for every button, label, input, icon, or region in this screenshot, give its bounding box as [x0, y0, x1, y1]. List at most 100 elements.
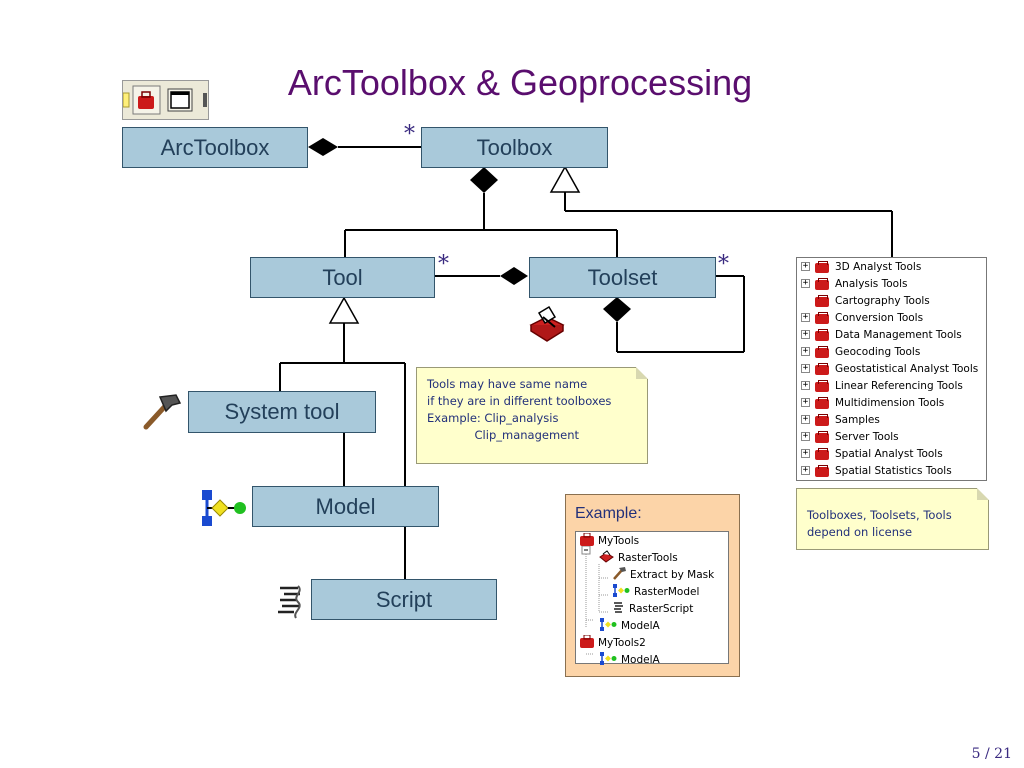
toolbox-list-item[interactable]: + Linear Referencing Tools	[801, 377, 963, 394]
example-header: Example:	[575, 505, 642, 522]
hammer-icon	[612, 566, 626, 583]
example-tree-item[interactable]: MyTools2	[580, 634, 646, 651]
toolbox-list-label: Geocoding Tools	[835, 345, 921, 358]
script-class-box: Script	[311, 579, 497, 620]
composition-diamond-arctoolbox	[308, 138, 338, 156]
toolbox-list-label: 3D Analyst Tools	[835, 260, 922, 273]
composition-diamond-toolbox	[470, 167, 498, 193]
hammer-icon	[143, 394, 182, 430]
toolbox-class-box: Toolbox	[421, 127, 608, 168]
expand-icon[interactable]: +	[801, 414, 810, 424]
tool-class-box: Tool	[250, 257, 435, 298]
composition-diamond-toolset-tool	[500, 267, 528, 285]
note-line: Example: Clip_analysis	[427, 411, 559, 425]
toolbox-list-label: Linear Referencing Tools	[835, 379, 963, 392]
expand-icon[interactable]: +	[801, 261, 810, 271]
model-class-box: Model	[252, 486, 439, 527]
toolbox-icon	[815, 396, 829, 409]
expand-icon[interactable]: +	[801, 346, 810, 356]
expand-icon[interactable]: +	[801, 431, 810, 441]
toolbox-icon	[815, 294, 829, 307]
toolbox-icon	[815, 260, 829, 273]
toolbox-list-item[interactable]: + Geocoding Tools	[801, 343, 920, 360]
example-tree-label: RasterScript	[629, 602, 694, 615]
system-tool-class-box: System tool	[188, 391, 376, 433]
expand-icon[interactable]: +	[801, 329, 810, 339]
toolbox-list-item[interactable]: + Data Management Tools	[801, 326, 962, 343]
example-tree-item[interactable]: RasterTools	[599, 549, 678, 566]
toolbox-list-item[interactable]: + Samples	[801, 411, 880, 428]
example-tree-label: RasterTools	[618, 551, 678, 564]
script-icon	[612, 601, 625, 617]
toolbox-icon	[815, 379, 829, 392]
note-line: depend on license	[807, 525, 913, 539]
toolbox-list-item[interactable]: +Server Tools	[801, 428, 899, 445]
note-same-names: Tools may have same name if they are in …	[416, 367, 648, 464]
multiplicity-tool: *	[438, 252, 449, 277]
expand-icon[interactable]: +	[801, 397, 810, 407]
toolbox-list-item[interactable]: + Conversion Tools	[801, 309, 923, 326]
toolbox-list-item[interactable]: +Analysis Tools	[801, 275, 907, 292]
toolbox-list-label: Samples	[835, 413, 880, 426]
generalization-triangle-tool	[328, 296, 360, 324]
arctoolbox-class-box: ArcToolbox	[122, 127, 308, 168]
example-tree-item[interactable]: ModelA	[599, 651, 660, 668]
note-license: Toolboxes, Toolsets, Tools depend on lic…	[796, 488, 989, 550]
toolbox-list-item[interactable]: + Geostatistical Analyst Tools	[801, 360, 978, 377]
example-tree-item[interactable]: Extract by Mask	[612, 566, 714, 583]
example-tree-item[interactable]: MyTools	[580, 532, 639, 549]
multiplicity-toolbox: *	[404, 122, 415, 147]
toolbox-list-item[interactable]: + Spatial Analyst Tools	[801, 445, 943, 462]
example-tree-item[interactable]: RasterScript	[612, 600, 693, 617]
example-tree-item[interactable]: ModelA	[599, 617, 660, 634]
note-line: Tools may have same name	[427, 377, 588, 391]
generalization-triangle-toolbox	[549, 165, 581, 193]
arctoolbox-toolbar-button	[122, 80, 209, 120]
model-icon	[612, 583, 630, 600]
note-fold-corner	[636, 367, 648, 379]
toolbox-list-label: Conversion Tools	[835, 311, 924, 324]
example-tree-item[interactable]: RasterModel	[612, 583, 699, 600]
example-tree-label: ModelA	[621, 653, 660, 666]
toolbox-icon	[815, 464, 829, 477]
toolbox-icon	[815, 311, 829, 324]
note-line: if they are in different toolboxes	[427, 394, 612, 408]
expand-icon[interactable]: +	[801, 448, 810, 458]
toolbox-icon	[815, 413, 829, 426]
model-icon	[599, 651, 617, 668]
multiplicity-toolset: *	[718, 252, 729, 277]
toolbox-list-label: Data Management Tools	[835, 328, 962, 341]
expand-icon[interactable]: +	[801, 465, 810, 475]
toolbox-icon	[815, 447, 829, 460]
toolbox-list-label: Geostatistical Analyst Tools	[835, 362, 979, 375]
toolbox-list-label: Cartography Tools	[835, 294, 930, 307]
toolbox-list-item[interactable]: + Multidimension Tools	[801, 394, 944, 411]
toolbox-list-item[interactable]: Cartography Tools	[801, 292, 930, 309]
toolbox-list-item[interactable]: + Spatial Statistics Tools	[801, 462, 952, 479]
toolbox-icon	[815, 430, 829, 443]
expand-icon[interactable]: +	[801, 312, 810, 322]
toolbox-list-label: Multidimension Tools	[835, 396, 945, 409]
example-tree-lines	[581, 545, 608, 655]
model-icon	[599, 617, 617, 634]
toolbox-list-label: Spatial Statistics Tools	[835, 464, 952, 477]
toolbox-icon	[815, 328, 829, 341]
toolset-icon	[599, 549, 614, 566]
toolbox-icon	[815, 277, 829, 290]
note-fold-corner	[977, 488, 989, 500]
toolset-icon	[529, 305, 565, 342]
model-icon	[202, 490, 246, 526]
expand-icon[interactable]: +	[801, 380, 810, 390]
toolbox-list-item[interactable]: +3D Analyst Tools	[801, 258, 921, 275]
expand-icon[interactable]: +	[801, 278, 810, 288]
expand-icon[interactable]: +	[801, 363, 810, 373]
toolbox-icon	[815, 362, 829, 375]
toolbox-list-label: Spatial Analyst Tools	[835, 447, 943, 460]
example-tree-label: MyTools2	[598, 636, 646, 649]
script-icon	[278, 585, 301, 619]
toolbox-icon	[580, 532, 594, 549]
toolbar-strip-icon	[122, 85, 207, 115]
toolbox-icon	[580, 634, 594, 651]
